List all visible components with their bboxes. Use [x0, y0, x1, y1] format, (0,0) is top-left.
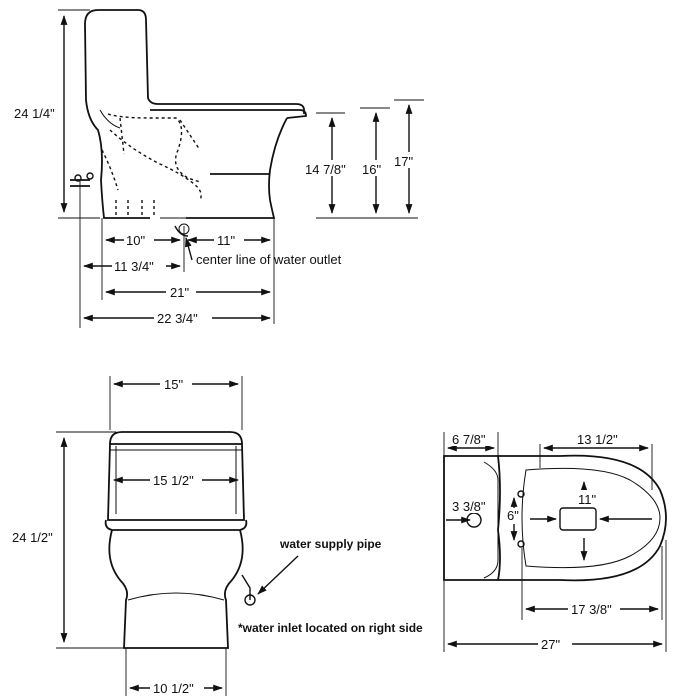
top-view-outline	[443, 454, 667, 582]
dim-side-horizontal: 10" 11" 11 3/4" 21" 22 3/4"	[79, 180, 275, 328]
dim-front-height-label: 24 1/2"	[12, 530, 53, 545]
dim-top-outlet-offset-label: 3 3/8"	[452, 499, 486, 514]
dim-side-rough-in: 10"	[126, 233, 145, 248]
dim-front-height: 24 1/2"	[10, 431, 124, 649]
dim-top-outlet-to-bowl: 11"	[530, 481, 652, 561]
dim-front-base-label: 10 1/2"	[153, 681, 194, 696]
side-view-outline	[84, 9, 307, 219]
dim-side-overall-depth: 21"	[170, 285, 189, 300]
dim-side-total-height-label: 24 1/4"	[14, 106, 55, 121]
dim-top-bowl-length: 17 3/8"	[521, 546, 663, 620]
dim-top-outlet-offset: 3 3/8"	[446, 497, 492, 524]
dim-top-outlet-to-bowl-label: 11"	[578, 492, 596, 507]
dim-side-bowl-height-3: 17"	[394, 154, 413, 169]
dim-side-total-height: 24 1/4"	[12, 9, 100, 219]
dim-side-rough-in-outer: 11 3/4"	[114, 259, 154, 274]
side-view: 24 1/4" 14 7/8" 16" 17" 10"	[12, 9, 425, 328]
dim-front-tank-width: 15"	[109, 375, 243, 430]
front-view: 15" 15 1/2" 24 1/2" 10 1/2" water supply…	[10, 375, 423, 696]
inlet-note: *water inlet located on right side	[238, 621, 423, 635]
dim-side-outlet-front: 11"	[217, 233, 235, 248]
dim-top-seat-width-label: 13 1/2"	[577, 432, 618, 447]
side-view-trapway	[70, 113, 270, 237]
dim-side-bowl-heights: 14 7/8" 16" 17"	[303, 99, 425, 219]
dim-front-tank-inner-label: 15 1/2"	[153, 473, 194, 488]
front-view-outline	[104, 431, 256, 649]
dim-top-tank-depth: 6 7/8"	[443, 430, 499, 456]
dim-top-overall-length: 27"	[443, 540, 667, 652]
dim-front-tank-inner: 15 1/2"	[113, 471, 239, 488]
dim-side-bowl-height-2: 16"	[362, 162, 381, 177]
dim-top-tank-depth-label: 6 7/8"	[452, 432, 486, 447]
dim-top-overall-length-label: 27"	[541, 637, 560, 652]
outlet-callout: center line of water outlet	[185, 237, 342, 267]
dim-side-overall-length: 22 3/4"	[157, 311, 198, 326]
dim-side-bowl-height-1: 14 7/8"	[305, 162, 346, 177]
outlet-label: center line of water outlet	[196, 252, 342, 267]
dim-front-tank-width-label: 15"	[164, 377, 183, 392]
dim-front-base: 10 1/2"	[125, 648, 227, 696]
top-view: 6 7/8" 13 1/2" 3 3/8" 6" 11"	[443, 430, 667, 652]
dim-top-bowl-length-label: 17 3/8"	[571, 602, 612, 617]
dim-top-bolt-spacing-label: 6"	[507, 508, 519, 523]
dim-top-bolt-spacing: 6"	[505, 497, 519, 541]
dim-top-seat-width: 13 1/2"	[539, 430, 653, 490]
supply-label: water supply pipe	[279, 537, 382, 551]
supply-callout: water supply pipe *water inlet located o…	[238, 537, 423, 635]
